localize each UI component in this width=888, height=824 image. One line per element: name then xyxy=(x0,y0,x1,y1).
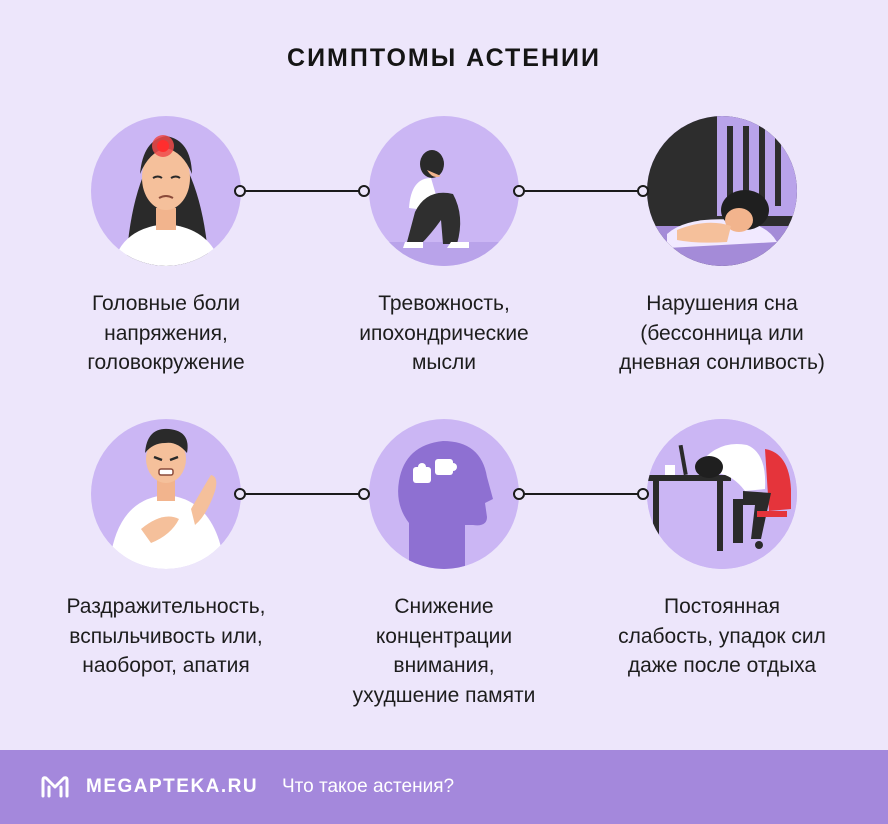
connector-line xyxy=(234,185,370,197)
tired-worker-icon xyxy=(647,419,797,569)
page-title: СИМПТОМЫ АСТЕНИИ xyxy=(287,44,601,72)
brand-name[interactable]: MEGAPTEKA.RU xyxy=(86,776,259,797)
article-link[interactable]: Что такое астения? xyxy=(282,776,455,797)
head-puzzle-icon xyxy=(369,419,519,569)
irritated-man-icon xyxy=(91,419,241,569)
connector-line xyxy=(513,488,649,500)
footer-bar: MEGAPTEKA.RU Что такое астения? xyxy=(0,750,888,824)
connector-line xyxy=(513,185,649,197)
megapteka-logo-icon xyxy=(41,776,69,798)
headache-woman-icon xyxy=(91,116,241,266)
symptom-caption: Раздражительность,вспыльчивость или,наоб… xyxy=(66,595,266,677)
sleeping-woman-icon xyxy=(647,116,797,266)
connector-line xyxy=(234,488,370,500)
anxious-person-icon xyxy=(369,116,519,266)
